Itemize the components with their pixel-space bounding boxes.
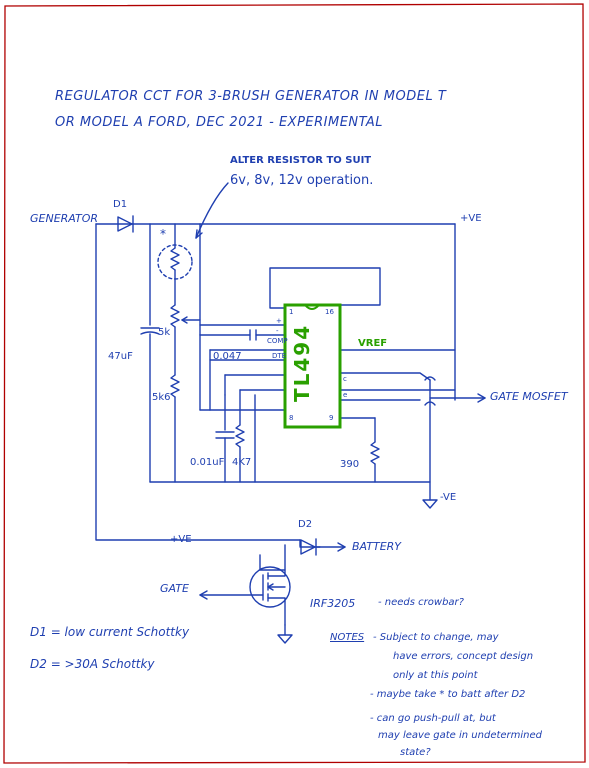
positive-rail-label: +VE <box>460 213 482 224</box>
vref-label: VREF <box>358 338 388 349</box>
res-390-label: 390 <box>340 459 360 470</box>
note-3-line-1: - can go push-pull at, but <box>370 713 496 724</box>
gate-label: GATE <box>160 582 189 595</box>
marker-star: * <box>160 227 166 241</box>
cap-001-label: 0.01uF <box>190 457 225 468</box>
optional-resistor <box>170 247 180 271</box>
pin-8-label: 8 <box>289 414 294 422</box>
legend-d1: D1 = low current Schottky <box>30 625 190 639</box>
annotation-arrow <box>195 182 229 239</box>
cap-47-plate2 <box>140 331 160 335</box>
pin-16-label: 16 <box>325 308 334 316</box>
note-1-line-1: - Subject to change, may <box>373 632 499 643</box>
note-2: - maybe take * to batt after D2 <box>370 689 526 700</box>
note-3-line-2: may leave gate in undetermined <box>378 730 543 741</box>
battery-arrow <box>337 542 346 552</box>
battery-label: BATTERY <box>352 540 402 553</box>
feedback-loop-wire <box>269 267 381 309</box>
res-5k6-label: 5k6 <box>152 392 171 403</box>
pin-9-label: 9 <box>329 414 334 422</box>
note-crowbar: - needs crowbar? <box>378 597 464 608</box>
ground-symbol <box>422 499 438 509</box>
res-390-symbol <box>370 441 380 465</box>
negative-rail-label: -VE <box>440 492 457 503</box>
d1-diode-symbol <box>117 216 133 232</box>
mosfet-body <box>249 566 291 608</box>
alter-resistor-note-2: 6v, 8v, 12v operation. <box>230 173 374 188</box>
comp-label: COMP <box>267 337 288 345</box>
c-pin-label: c <box>343 375 347 383</box>
pin-1-label: 1 <box>289 308 294 316</box>
note-3-line-3: state? <box>400 747 431 758</box>
title-line-1: REGULATOR CCT FOR 3-BRUSH GENERATOR IN M… <box>55 89 447 104</box>
res-4k7-symbol <box>235 424 245 448</box>
res-4k7-label: 4K7 <box>232 457 252 468</box>
tl494-label: TL494 <box>290 323 314 402</box>
cap-47-label: 47uF <box>108 351 133 362</box>
minus-input-label: - <box>276 327 279 335</box>
alter-resistor-note-1: ALTER RESISTOR TO SUIT <box>230 155 372 166</box>
note-1-line-2: have errors, concept design <box>393 651 534 662</box>
e-pin-label: e <box>343 391 348 399</box>
pot-5k-label: 5k <box>158 327 171 338</box>
mosfet-ground-symbol <box>277 634 293 644</box>
notes-heading: NOTES <box>330 632 365 643</box>
positive-bottom-label: +VE <box>170 534 192 545</box>
d2-label: D2 <box>298 519 313 530</box>
generator-return-wire <box>95 223 301 541</box>
res-5k6-symbol <box>170 374 180 398</box>
dte-label: DTE <box>272 352 287 360</box>
legend-d2: D2 = >30A Schottky <box>30 657 155 671</box>
generator-label: GENERATOR <box>30 212 99 225</box>
plus-input-label: + <box>276 317 282 325</box>
pot-5k-symbol <box>170 304 180 328</box>
title-line-2: OR MODEL A FORD, DEC 2021 - EXPERIMENTAL <box>55 115 384 130</box>
note-1-line-3: only at this point <box>393 670 478 681</box>
cap-0047-label: 0.047 <box>213 351 242 362</box>
mosfet-part-label: IRF3205 <box>310 597 356 610</box>
d1-label: D1 <box>113 199 128 210</box>
d2-diode-symbol <box>300 539 316 555</box>
gate-mosfet-label: GATE MOSFET <box>490 390 568 403</box>
